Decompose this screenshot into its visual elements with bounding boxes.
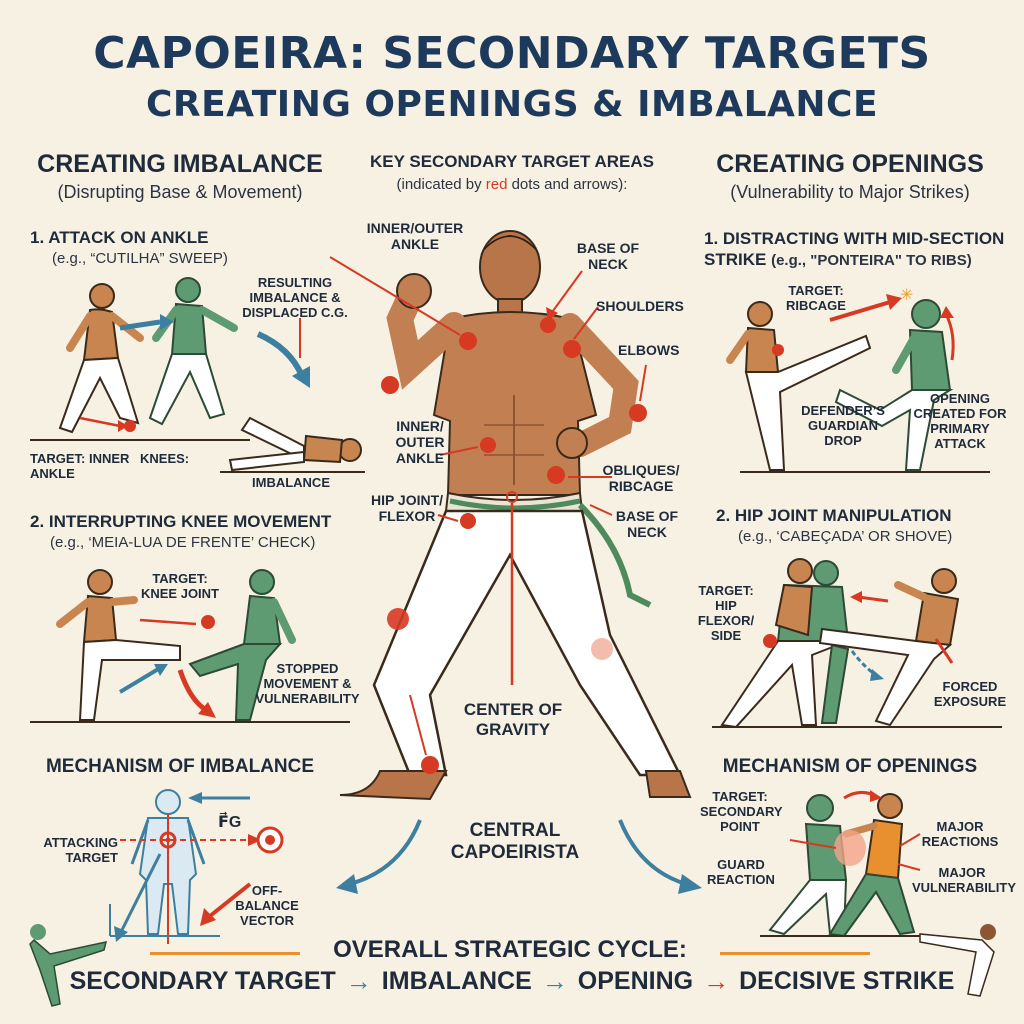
central-capoeirista-figure [329, 230, 692, 801]
shoving-figure [818, 568, 960, 727]
attacker-figure [58, 283, 144, 434]
label-obliques-ribcage: OBLIQUES/ RIBCAGE [602, 462, 680, 495]
label-imbalance: IMBALANCE [252, 475, 330, 490]
label-target-inner-ankle: TARGET: INNER ANKLE [30, 451, 130, 481]
target-dot-ribcage [772, 344, 784, 356]
cycle-step-imbalance: IMBALANCE [381, 967, 532, 995]
cycle-step-opening: OPENING [577, 967, 694, 995]
kicking-figure-small [29, 924, 108, 1007]
vulnerability-highlight [834, 830, 866, 866]
cycle-rule-left [150, 952, 300, 955]
target-dot-shoulder-left [563, 340, 581, 358]
label-major-vulnerability: MAJOR VULNERABILITY [912, 865, 1016, 895]
knee-check-illustration [30, 569, 350, 723]
target-dot-elbow-left [629, 404, 647, 422]
target-dot-shoulder-right [459, 332, 477, 350]
left-step1-example: (e.g., “CUTILHA” SWEEP) [52, 250, 228, 267]
svg-text:✳: ✳ [900, 285, 913, 304]
label-forced-exposure: FORCED EXPOSURE [933, 679, 1007, 709]
right-subheading: (Vulnerability to Major Strikes) [730, 182, 970, 202]
cycle-arrow-2: → [541, 966, 568, 996]
cycle-step-secondary-target: SECONDARY TARGET [69, 967, 336, 995]
target-dot-neck [540, 317, 556, 333]
mechanism-imbalance-title: MECHANISM OF IMBALANCE [45, 756, 315, 777]
right-heading: CREATING OPENINGS [716, 150, 984, 178]
kicking-figure-small [919, 924, 996, 997]
target-dot-elbow-right [381, 376, 399, 394]
label-target-ribcage: TARGET: RIBCAGE [786, 283, 846, 313]
left-subheading: (Disrupting Base & Movement) [57, 182, 303, 202]
label-stopped-movement: STOPPED MOVEMENT & VULNERABILITY [255, 661, 360, 706]
defender-figure [188, 569, 296, 721]
label-knees: KNEES: [140, 451, 190, 466]
center-subheading: (indicated by red dots and arrows): [396, 176, 628, 193]
left-step2-title: 2. INTERRUPTING KNEE MOVEMENT [30, 512, 332, 531]
label-target-knee-joint: TARGET: KNEE JOINT [140, 571, 219, 601]
target-dot-hip [460, 513, 476, 529]
label-attacking-target: ATTACKING TARGET [43, 835, 118, 865]
target-dot-obliques [547, 466, 565, 484]
label-inner-outer-ankle-mid: INNER/ OUTER ANKLE [395, 418, 445, 467]
label-opening-created: OPENING CREATED FOR PRIMARY ATTACK [913, 391, 1007, 451]
target-dot-knee [387, 608, 409, 630]
label-shoulders: SHOULDERS [596, 298, 684, 314]
defender-figure [768, 794, 848, 936]
target-dot-ankle [421, 756, 439, 774]
label-center-of-gravity: CENTER OF GRAVITY [463, 700, 563, 739]
right-step2-title: 2. HIP JOINT MANIPULATION [716, 506, 952, 525]
flow-arrow [119, 319, 161, 331]
label-force-vector: F⃗G [218, 814, 242, 831]
red-keyword: red [485, 176, 508, 193]
label-target-hip-flexor: TARGET: HIP FLEXOR/ SIDE [697, 583, 755, 643]
label-hip-joint-flexor: HIP JOINT/ FLEXOR [370, 492, 444, 525]
left-step1-title: 1. ATTACK ON ANKLE [30, 228, 209, 247]
cycle-step-decisive-strike: DECISIVE STRIKE [739, 967, 955, 995]
label-base-of-neck-mid: BASE OF NECK [615, 508, 679, 541]
attacker-figure [726, 301, 872, 471]
cycle-title: OVERALL STRATEGIC CYCLE: [333, 936, 687, 963]
center-heading: KEY SECONDARY TARGET AREAS [369, 152, 654, 171]
label-guardian-drop: DEFENDER’S GUARDIAN DROP [801, 403, 885, 448]
right-step1-title: 1. DISTRACTING WITH MID-SECTION STRIKE (… [704, 229, 1005, 270]
label-central-capoeirista: CENTRAL CAPOEIRISTA [450, 820, 580, 863]
page-title: CAPOEIRA: SECONDARY TARGETS [93, 28, 931, 79]
right-step2-example: (e.g., ‘CABEÇADA’ OR SHOVE) [738, 528, 953, 545]
label-base-of-neck-top: BASE OF NECK [576, 240, 640, 273]
target-dot-hip-flexor [763, 634, 777, 648]
cycle-arrow-3: → [703, 966, 730, 996]
ribs-strike-illustration: ✳ [726, 285, 990, 473]
label-major-reactions: MAJOR REACTIONS [921, 819, 999, 849]
label-target-secondary-point: TARGET: SECONDARY POINT [700, 789, 783, 834]
left-heading: CREATING IMBALANCE [37, 150, 323, 178]
cycle-rule-right [720, 952, 870, 955]
ankle-sweep-illustration [30, 277, 365, 473]
defender-figure [834, 299, 954, 471]
center-branch-arrows [336, 819, 702, 894]
attacker-figure [828, 793, 916, 938]
label-elbows: ELBOWS [618, 342, 680, 358]
label-guard-reaction: GUARD REACTION [707, 857, 775, 887]
attacker-figure [56, 569, 181, 721]
fall-arrow [256, 331, 305, 378]
mechanism-openings-title: MECHANISM OF OPENINGS [722, 756, 978, 777]
label-inner-outer-ankle-top: INNER/OUTER ANKLE [366, 220, 464, 253]
target-dot-knee-back [591, 638, 613, 660]
imbalance-mechanism-diagram [29, 789, 284, 1007]
label-off-balance-vector: OFF-BALANCE VECTOR [235, 883, 299, 928]
grappling-pair [720, 558, 850, 729]
target-dot-knee [201, 615, 215, 629]
label-resulting-imbalance: RESULTING IMBALANCE & DISPLACED C.G. [242, 275, 348, 320]
cycle-steps: SECONDARY TARGET → IMBALANCE → OPENING →… [0, 966, 1024, 997]
fallen-figure [228, 416, 362, 472]
defender-figure [148, 277, 238, 426]
cycle-arrow-1: → [345, 966, 372, 996]
hip-manipulation-illustration [712, 558, 1002, 729]
left-step2-example: (e.g., ‘MEIA-LUA DE FRENTE’ CHECK) [50, 534, 316, 551]
target-dot-ankle [124, 420, 136, 432]
target-dot-abdomen [480, 437, 496, 453]
page-subtitle: CREATING OPENINGS & IMBALANCE [145, 84, 879, 125]
openings-mechanism-diagram [760, 790, 996, 997]
